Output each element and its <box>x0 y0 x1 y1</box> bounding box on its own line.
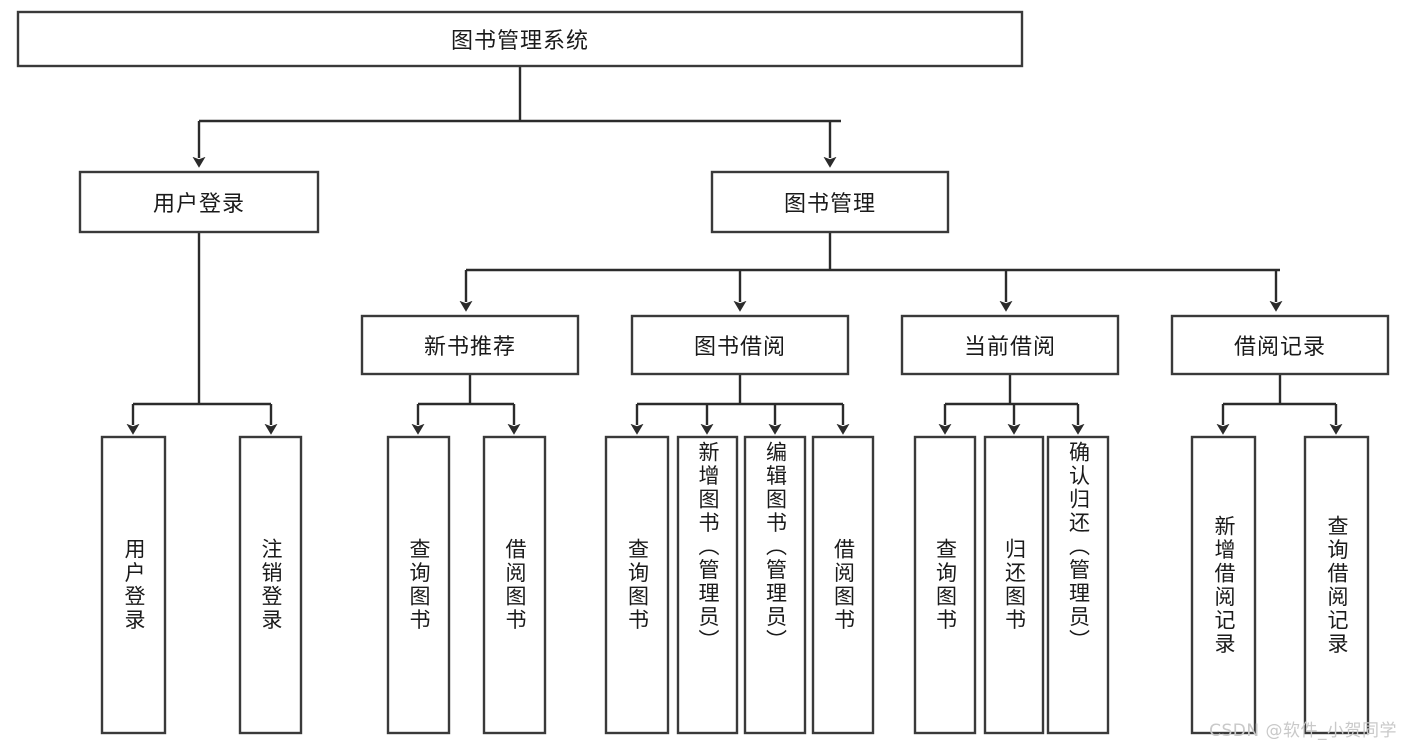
node-box-book-management[interactable] <box>710 170 950 234</box>
leaf-box-add-borrow-record[interactable] <box>1190 435 1257 735</box>
node-box-borrow-record[interactable] <box>1170 314 1390 376</box>
leaf-box-borrow-book-1[interactable] <box>482 435 547 735</box>
leaf-box-query-borrow-record[interactable] <box>1303 435 1370 735</box>
node-box-new-book-recommend[interactable] <box>360 314 580 376</box>
connector-group-new-book <box>411 374 521 435</box>
leaf-box-edit-book-admin[interactable] <box>743 435 807 735</box>
node-box-book-borrow[interactable] <box>630 314 850 376</box>
csdn-watermark: CSDN @软件_小贺同学 <box>1209 721 1397 741</box>
node-box-root[interactable] <box>16 10 1024 68</box>
leaf-box-user-login[interactable] <box>100 435 167 735</box>
leaf-box-logout[interactable] <box>238 435 303 735</box>
leaf-box-confirm-return-admin[interactable] <box>1046 435 1110 735</box>
node-box-current-borrow[interactable] <box>900 314 1120 376</box>
leaf-box-borrow-book-2[interactable] <box>811 435 875 735</box>
leaf-box-return-book[interactable] <box>983 435 1045 735</box>
node-box-user-login[interactable] <box>78 170 320 234</box>
leaf-box-query-book-2[interactable] <box>604 435 670 735</box>
connector-group-book-management <box>459 232 1283 312</box>
connector-group-user-login <box>126 232 278 435</box>
leaf-box-add-book-admin[interactable] <box>676 435 739 735</box>
leaf-box-query-book-3[interactable] <box>913 435 977 735</box>
connector-group-current-borrow <box>938 374 1085 435</box>
connector-group-borrow-record <box>1216 374 1343 435</box>
leaf-box-query-book-1[interactable] <box>386 435 451 735</box>
connector-group-root <box>192 66 841 168</box>
connector-group-book-borrow <box>630 374 850 435</box>
